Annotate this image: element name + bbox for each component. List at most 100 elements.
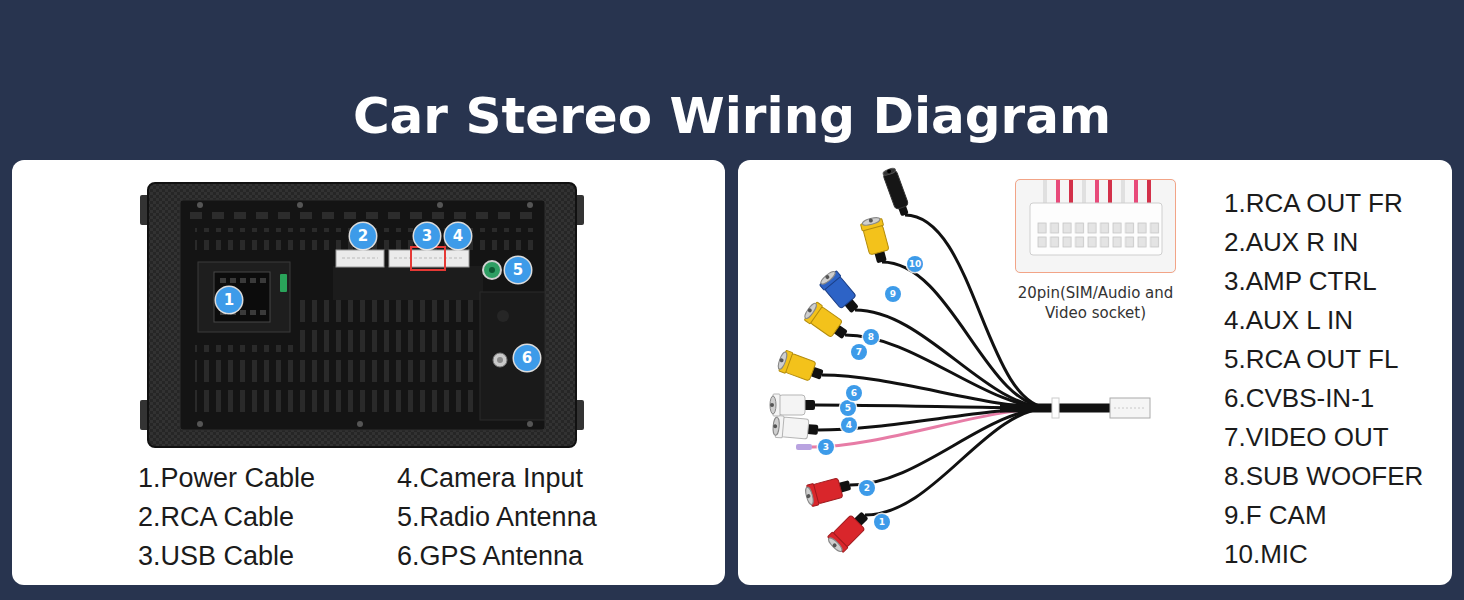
stereo-back xyxy=(195,345,295,417)
stereo-back xyxy=(300,300,475,418)
connector-photo xyxy=(1095,180,1099,205)
rca-plug xyxy=(887,169,892,174)
panel xyxy=(738,160,1452,585)
rca-plug xyxy=(770,394,815,416)
wire-harness xyxy=(882,262,1050,408)
part-list-row: 3.AMP CTRL xyxy=(1224,266,1377,297)
stereo-back xyxy=(497,310,509,322)
rca-plug xyxy=(796,444,812,450)
connector-photo xyxy=(1134,180,1138,205)
rca-plug xyxy=(803,302,818,320)
rca-plug xyxy=(832,543,838,549)
callout-circle: 4 xyxy=(445,223,471,249)
callout-number: 3 xyxy=(422,229,432,244)
stereo-back xyxy=(260,278,266,283)
part-list-item: 5.Radio Antenna xyxy=(397,502,597,532)
part-list-item: 1.Power Cable xyxy=(138,463,315,493)
connector-photo xyxy=(1121,180,1125,205)
callout-circle: 6 xyxy=(514,345,540,371)
part-list-item: 1.RCA OUT FR xyxy=(1224,188,1403,218)
part-list-item: 2.RCA Cable xyxy=(138,502,294,532)
stereo-back xyxy=(250,278,256,283)
rca-plug xyxy=(770,403,774,407)
part-list-row: 7.VIDEO OUT xyxy=(1224,422,1389,453)
part-list-item: 8.SUB WOOFER xyxy=(1224,461,1423,491)
rca-plug xyxy=(828,532,849,553)
callout-circle: 3 xyxy=(818,439,834,455)
harness-plug xyxy=(1110,398,1150,418)
rca-plug xyxy=(770,167,912,555)
inset-caption: 20pin(SIM/Audio and Video socket) xyxy=(1016,284,1175,323)
callout-number: 1 xyxy=(879,518,885,527)
rca-plug xyxy=(818,268,864,317)
stereo-back xyxy=(389,250,469,267)
page-title: Car Stereo Wiring Diagram xyxy=(0,86,1464,146)
callout-circle: 4 xyxy=(841,417,857,433)
callout-circle: 5 xyxy=(840,400,856,416)
callout-number: 2 xyxy=(358,229,368,244)
part-list-row: 1.RCA OUT FR xyxy=(1224,188,1403,219)
callout-circle: 6 xyxy=(846,385,862,401)
part-list-item: 4.AUX L IN xyxy=(1224,305,1353,335)
part-list-item: 2.AUX R IN xyxy=(1224,227,1358,257)
stereo-back xyxy=(333,266,483,300)
part-list-item: 9.F CAM xyxy=(1224,500,1327,530)
stereo-back xyxy=(342,258,378,259)
callout-number: 4 xyxy=(846,421,852,430)
callout-number: 6 xyxy=(522,351,532,366)
part-list-row: 9.F CAM xyxy=(1224,500,1327,531)
callout-circle: 1 xyxy=(874,514,890,530)
stereo-back xyxy=(489,267,495,273)
stereo-back xyxy=(357,421,363,427)
rca-plug xyxy=(779,358,784,363)
callout-number: 1 xyxy=(224,293,234,308)
rca-plug xyxy=(776,349,826,385)
part-list-item: 6.CVBS-IN-1 xyxy=(1224,383,1374,413)
stereo-back xyxy=(493,353,507,367)
stereo-back xyxy=(148,183,576,447)
rca-plug xyxy=(868,218,873,223)
rca-plug xyxy=(882,167,896,176)
part-list-row: 6.CVBS-IN-1 xyxy=(1224,383,1374,414)
connector-photo xyxy=(1045,180,1149,205)
rca-plug xyxy=(804,486,814,505)
wire-harness xyxy=(812,215,1112,515)
title-bar: Car Stereo Wiring Diagram xyxy=(0,86,1464,146)
callout-circle: 8 xyxy=(863,329,879,345)
stereo-back xyxy=(480,292,545,420)
rca-plug xyxy=(770,396,776,414)
rca-plug xyxy=(779,395,805,415)
callout-circle: 7 xyxy=(851,344,867,360)
connector-photo xyxy=(1030,203,1162,255)
part-list-item: 10.MIC xyxy=(1224,539,1308,569)
stereo-back xyxy=(240,310,246,315)
wire-harness xyxy=(905,215,1050,408)
stereo-back xyxy=(336,250,384,267)
stereo-back xyxy=(197,202,203,208)
rca-plug xyxy=(772,415,819,441)
part-list-row: 1.Power Cable xyxy=(138,462,315,494)
stereo-back xyxy=(220,278,226,283)
connector-photo xyxy=(1069,180,1073,205)
stereo-back xyxy=(190,212,540,219)
stereo-back xyxy=(297,202,303,208)
callout-number: 3 xyxy=(823,443,829,452)
callout-circle: 2 xyxy=(859,480,875,496)
rca-plug xyxy=(825,507,872,554)
connector-photo xyxy=(1015,179,1176,273)
rca-plug xyxy=(825,274,831,280)
rca-plug xyxy=(773,424,777,428)
rca-plug xyxy=(772,417,780,435)
callout-number: 4 xyxy=(453,229,463,244)
rca-plug xyxy=(882,167,912,217)
stereo-back xyxy=(497,357,503,363)
stereo-back xyxy=(230,278,236,283)
stereo-back xyxy=(240,278,246,283)
part-list-item: 3.USB Cable xyxy=(138,541,294,571)
stereo-back xyxy=(198,262,290,332)
part-list-row: 2.AUX R IN xyxy=(1224,227,1358,258)
panel xyxy=(12,160,725,585)
connector-photo xyxy=(1082,180,1086,205)
connector-photo xyxy=(1037,222,1162,250)
stereo-back xyxy=(527,202,533,208)
